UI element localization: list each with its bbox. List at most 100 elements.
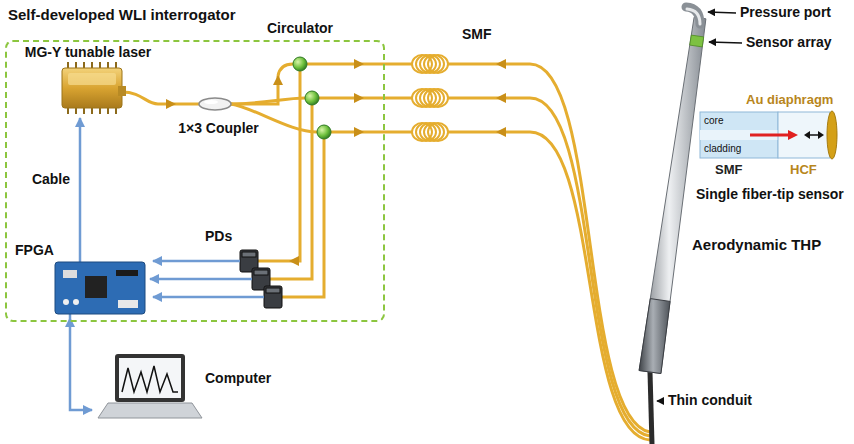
laptop-icon <box>115 354 185 402</box>
fiber-direction-arrow <box>354 93 364 103</box>
fpga-board <box>63 270 77 278</box>
probe-illustration <box>639 17 706 373</box>
part-label: HCF <box>790 162 817 178</box>
computer-box: Computer <box>92 350 290 422</box>
signal-arrow <box>150 278 200 281</box>
optical-fiber <box>319 97 412 100</box>
fiber-label: SMF <box>462 26 492 43</box>
data-arrow <box>70 318 92 410</box>
coupler-icon <box>199 98 231 110</box>
part-label: core <box>704 115 723 127</box>
inset-caption: Single fiber-tip sensor <box>696 186 844 203</box>
optical-fiber <box>331 131 412 134</box>
photodetector-box: PDs <box>200 226 290 312</box>
fpga-board <box>63 299 69 305</box>
signal-line <box>79 240 82 262</box>
fiber-direction-arrow <box>354 127 364 137</box>
signal-line <box>153 260 240 263</box>
coupler-icon <box>199 98 231 110</box>
fiber-coil <box>428 55 448 73</box>
leader-line <box>709 42 742 43</box>
photodetector-icon <box>264 286 282 308</box>
circulator-box: Circulator <box>255 18 345 76</box>
optical-fiber <box>278 64 293 76</box>
signal-line <box>69 314 72 318</box>
fpga-board <box>118 300 138 308</box>
fiber-direction-arrow <box>496 93 506 103</box>
laser-icon <box>62 68 122 108</box>
leader-line <box>657 400 664 401</box>
laser-icon <box>68 73 116 85</box>
part-label: Au diaphragm <box>746 92 833 108</box>
fiber-connector <box>262 76 278 104</box>
probe-illustration <box>639 7 706 444</box>
coupler-box: 1×3 Coupler <box>175 96 262 142</box>
optical-fiber <box>448 132 650 440</box>
probe-illustration <box>650 372 652 444</box>
fpga-box: FPGA <box>12 240 150 318</box>
laptop-icon <box>98 403 202 418</box>
probe-label: Aerodynamic THP <box>692 236 821 254</box>
optical-fiber <box>175 103 199 106</box>
part-label: SMF <box>715 162 742 178</box>
optical-fiber <box>282 139 324 297</box>
node-label: MG-Y tunable laser <box>25 44 152 61</box>
fpga-board <box>55 262 145 314</box>
part-label: Sensor array <box>746 34 832 51</box>
fiber-tip-inset <box>818 131 824 139</box>
leader-line <box>657 12 742 401</box>
optical-fiber <box>299 71 302 76</box>
fiber-direction-arrow <box>496 59 506 69</box>
optical-fiber <box>122 92 158 104</box>
laptop-icon <box>98 354 202 418</box>
node-label: Circulator <box>267 20 333 37</box>
edge-label: Cable <box>30 171 72 188</box>
node-label: PDs <box>205 228 232 245</box>
laptop-icon <box>119 358 181 398</box>
leader-line <box>708 12 736 13</box>
fiber-connector <box>290 76 300 261</box>
fiber-coil <box>428 89 448 107</box>
probe-illustration <box>690 35 704 47</box>
optical-fiber <box>258 260 290 263</box>
probe-illustration <box>686 7 700 24</box>
fiber-direction-arrow <box>496 127 506 137</box>
signal-line <box>200 278 252 281</box>
laser-icon <box>118 86 126 96</box>
laser-icon <box>62 62 126 114</box>
part-label: Pressure port <box>740 4 831 21</box>
laser-box: MG-Y tunable laser <box>18 44 158 118</box>
signal-line <box>153 296 264 299</box>
optical-fiber <box>448 64 650 432</box>
connector-group <box>70 76 300 410</box>
fpga-board <box>55 262 145 314</box>
photodetector-icon <box>266 288 280 293</box>
probe-illustration <box>639 299 670 374</box>
circulator-icon <box>305 91 319 105</box>
optical-fiber <box>270 105 312 279</box>
part-label: Thin conduit <box>668 392 752 409</box>
node-label: FPGA <box>15 242 54 259</box>
fiber-tip-inset <box>788 130 798 140</box>
circulator-icon <box>293 57 307 71</box>
cable-arrow <box>79 118 82 240</box>
fpga-board <box>116 270 138 276</box>
photodetector-icon <box>242 252 256 257</box>
group-heading: Self-developed WLI interrogator <box>8 6 236 24</box>
fiber-tip-inset <box>750 134 790 137</box>
coupler-icon <box>204 100 218 104</box>
circulator-icon <box>317 125 331 139</box>
fiber-tip-inset <box>804 131 810 139</box>
photodetector-icon <box>254 270 268 275</box>
optical-fiber <box>122 64 650 440</box>
fiber-direction-arrow <box>354 59 364 69</box>
fiber-coil <box>428 123 448 141</box>
node-label: Computer <box>205 370 271 387</box>
fiber-tip-inset <box>827 111 837 159</box>
probe-illustration <box>687 9 700 24</box>
